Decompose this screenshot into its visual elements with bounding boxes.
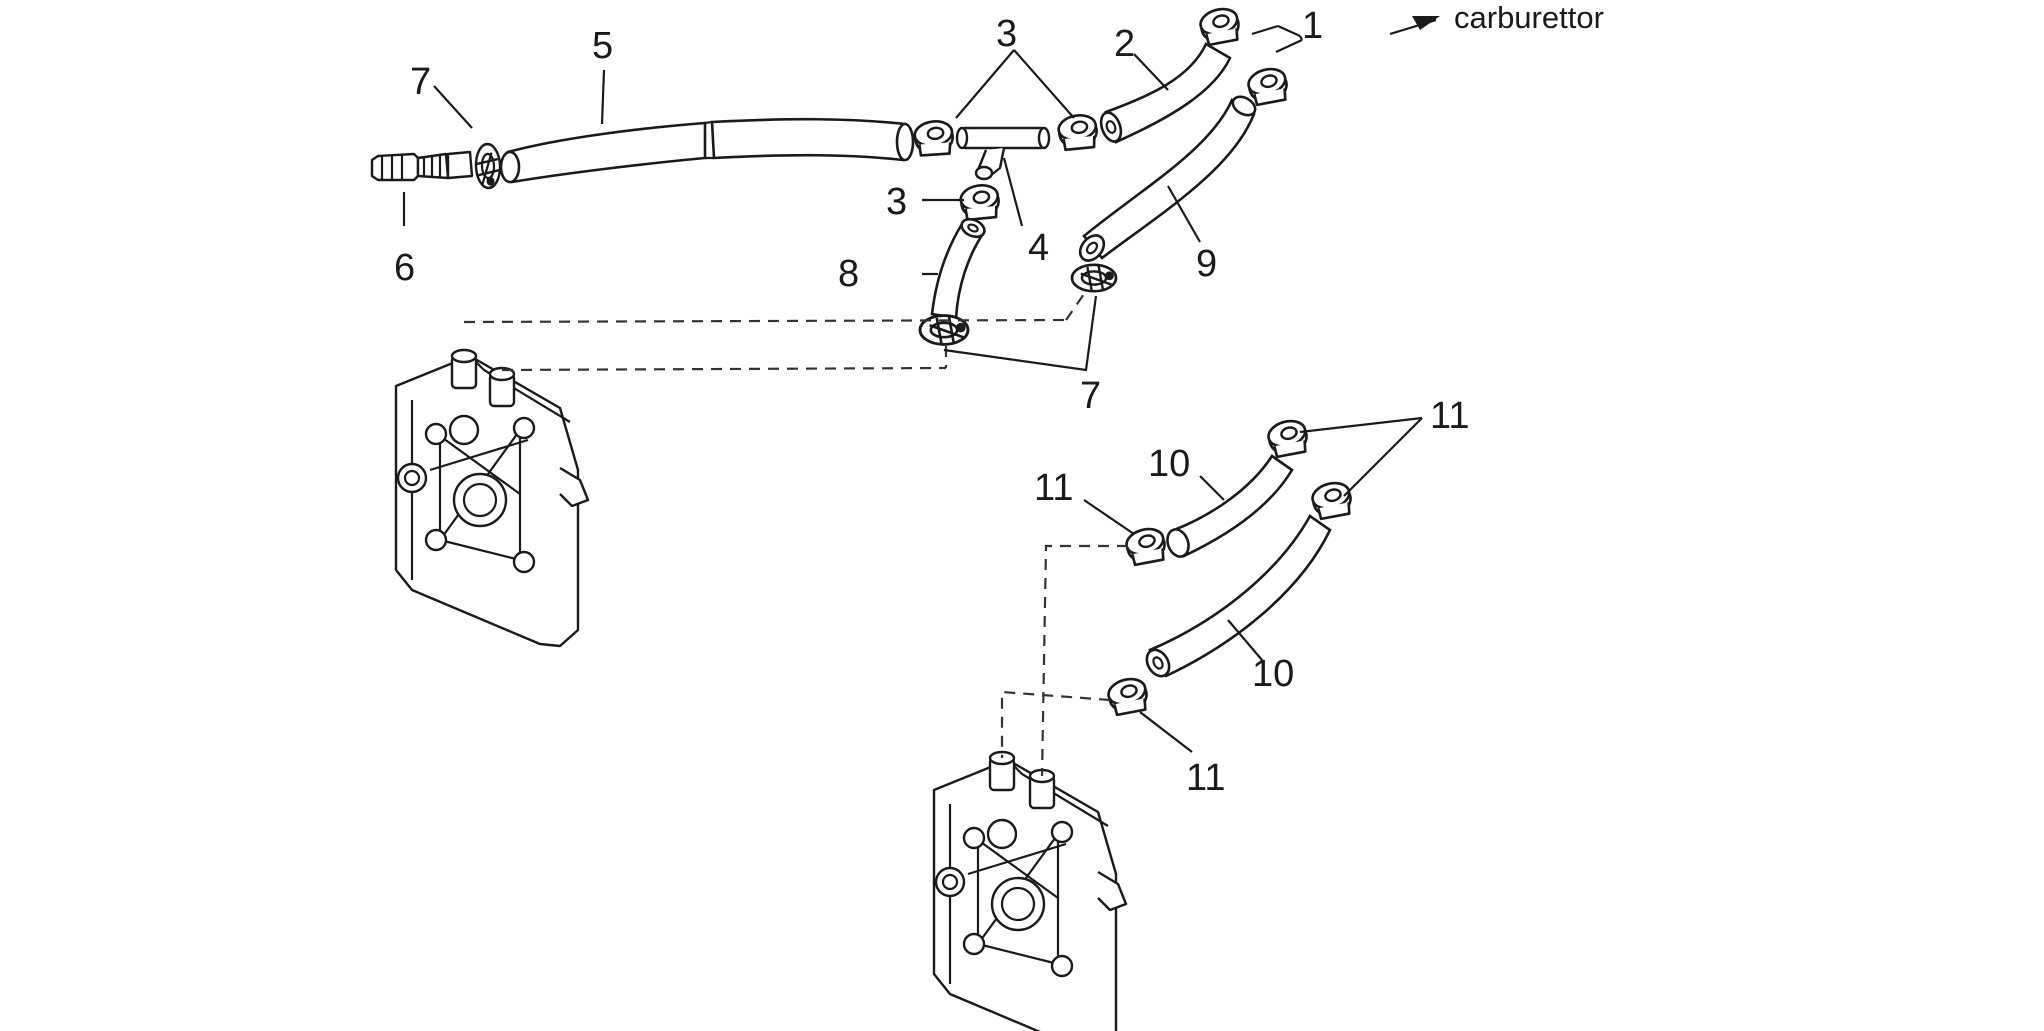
callout-3-lower: 3 (886, 181, 907, 223)
hose-clamp-11-top (1264, 415, 1312, 462)
lower-callout-leaders (1083, 416, 1423, 753)
callout-8: 8 (838, 253, 859, 295)
t-connector-4 (955, 126, 1051, 181)
callout-10-lower: 10 (1252, 653, 1294, 695)
callout-11-top: 11 (1430, 395, 1469, 437)
hose-clamp-3-lower (957, 181, 1003, 224)
hose-10-lower (1145, 514, 1332, 678)
upper-assembly: carburettor 1 2 3 3 4 5 6 7 7 8 9 (370, 0, 1604, 648)
callout-7-lower: 7 (1080, 375, 1101, 417)
callout-9: 9 (1196, 243, 1217, 285)
hose-2 (1099, 42, 1232, 144)
hose-clamp-11-right (1308, 477, 1356, 524)
carburettor-label: carburettor (1454, 0, 1604, 35)
hose-clamp-11-bottom (1104, 673, 1152, 720)
cylinder-head-lower (932, 750, 1128, 1031)
callout-3-upper: 3 (996, 13, 1017, 55)
hose-10-upper (1166, 454, 1294, 558)
callout-11-left: 11 (1034, 467, 1073, 509)
callout-2: 2 (1114, 23, 1135, 65)
hose-9 (1078, 95, 1257, 262)
lower-routing-dash-lines (1000, 544, 1128, 777)
callout-6: 6 (394, 247, 415, 289)
spring-clip-7-lower-right (1070, 263, 1118, 293)
hose-8 (930, 217, 986, 320)
cylinder-head-upper (394, 348, 590, 648)
callout-11-bottom: 11 (1186, 757, 1225, 799)
lower-assembly: 10 10 11 11 11 (932, 395, 1469, 1031)
callout-4: 4 (1028, 227, 1049, 269)
callout-10-upper: 10 (1148, 443, 1190, 485)
spring-clip-7-left (473, 142, 503, 190)
callout-7-upper: 7 (410, 61, 431, 103)
carburettor-arrow-icon (1389, 16, 1440, 36)
callout-1: 1 (1302, 5, 1323, 47)
upper-routing-dash-lines (463, 293, 1085, 372)
hose-clamp-1-top (1196, 3, 1244, 50)
upper-callout-leaders (402, 24, 1303, 372)
hose-5 (499, 117, 915, 184)
hose-clamp-3-upper-left (911, 117, 957, 160)
hose-clamp-3-upper-right (1055, 111, 1101, 154)
callout-5: 5 (592, 25, 613, 67)
fuel-fitting-6 (370, 150, 474, 182)
